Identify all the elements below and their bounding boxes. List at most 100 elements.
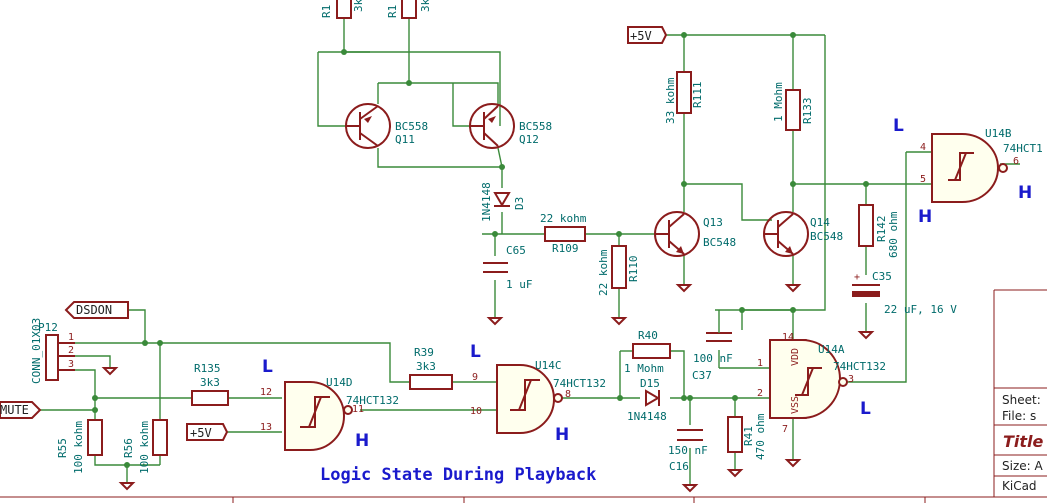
svg-text:150 nF: 150 nF: [668, 444, 708, 457]
svg-text:R1: R1: [320, 5, 333, 18]
svg-text:6: 6: [1013, 156, 1019, 167]
state-u14a-out: L: [860, 399, 871, 419]
capacitor-c35: + C35 22 uF, 16 V: [852, 270, 957, 316]
resistor-r56: R56 100 kohm: [122, 419, 168, 474]
diode-d3: 1N4148 D3: [480, 182, 526, 222]
svg-text:File: s: File: s: [1002, 409, 1036, 423]
gate-u14d: 12 13 11 U14D 74HCT132: [260, 376, 399, 451]
svg-text:3k3: 3k3: [200, 376, 220, 389]
svg-text:33 kohm: 33 kohm: [664, 77, 677, 124]
svg-text:R142: R142: [875, 216, 888, 243]
svg-text:R109: R109: [552, 242, 579, 255]
svg-text:4: 4: [920, 142, 926, 153]
svg-text:1N4148: 1N4148: [627, 410, 667, 423]
transistor-q13: Q13 BC548: [654, 211, 736, 257]
svg-text:74HCT132: 74HCT132: [553, 377, 606, 390]
svg-text:C16: C16: [669, 460, 689, 473]
capacitor-c37: 100 nF C37: [692, 310, 733, 382]
svg-text:9: 9: [472, 372, 478, 383]
state-q14-base: H: [918, 207, 932, 227]
svg-text:2: 2: [68, 345, 74, 356]
svg-text:22 uF, 16 V: 22 uF, 16 V: [884, 303, 957, 316]
state-u14b-in: L: [893, 116, 904, 136]
svg-text:D3: D3: [513, 197, 526, 210]
svg-text:U14D: U14D: [326, 376, 353, 389]
svg-text:KiCad: KiCad: [1002, 479, 1037, 493]
svg-text:+: +: [854, 272, 860, 283]
svg-text:BC558: BC558: [395, 120, 428, 133]
svg-text:Sheet:: Sheet:: [1002, 393, 1041, 407]
svg-text:100 nF: 100 nF: [693, 352, 733, 365]
wires: [40, 18, 1020, 485]
svg-text:12: 12: [260, 387, 272, 398]
gate-u14a: 1 2 3 14 7 VDD VSS U14A 74HCT132: [757, 332, 886, 435]
svg-text:22 kohm: 22 kohm: [597, 249, 610, 296]
resistor-r133: 1 Mohm R133: [772, 82, 814, 131]
svg-text:5: 5: [920, 174, 926, 185]
svg-text:BC548: BC548: [703, 236, 736, 249]
svg-text:VDD: VDD: [790, 348, 801, 366]
svg-text:14: 14: [782, 332, 794, 343]
resistor-r142: R142 680 ohm: [858, 204, 900, 258]
resistor-r135: R135 3k3: [191, 362, 229, 406]
svg-text:U14B: U14B: [985, 127, 1012, 140]
svg-text:R111: R111: [691, 82, 704, 109]
resistor-r110: 22 kohm R110: [597, 245, 640, 296]
title-block: Sheet: File: s Title Size: A KiCad: [993, 289, 1047, 497]
svg-text:U14C: U14C: [535, 359, 562, 372]
state-u14d-in: L: [262, 357, 273, 377]
svg-text:R56: R56: [122, 438, 135, 458]
svg-text:U14A: U14A: [818, 343, 845, 356]
net-label-dsdon: DSDON: [64, 301, 129, 319]
svg-text:11: 11: [352, 404, 364, 415]
svg-text:R1: R1: [386, 5, 399, 18]
svg-text:3k: 3k: [352, 0, 365, 12]
junctions: [92, 32, 869, 468]
svg-text:74HCT1: 74HCT1: [1003, 142, 1043, 155]
svg-text:Size: A: Size: A: [1002, 459, 1043, 473]
svg-text:Q12: Q12: [519, 133, 539, 146]
svg-text:R133: R133: [801, 98, 814, 125]
svg-text:R39: R39: [414, 346, 434, 359]
svg-text:3k3: 3k3: [416, 360, 436, 373]
resistor-r109: 22 kohm R109: [540, 212, 587, 255]
svg-text:C65: C65: [506, 244, 526, 257]
resistor-r55: R55 100 kohm: [56, 419, 103, 474]
svg-text:Q11: Q11: [395, 133, 415, 146]
svg-text:C35: C35: [872, 270, 892, 283]
state-u14d-out: H: [355, 431, 369, 451]
svg-text:P12: P12: [38, 321, 58, 334]
svg-text:470 ohm: 470 ohm: [754, 413, 767, 460]
svg-text:MUTE: MUTE: [0, 403, 29, 417]
svg-text:DSDON: DSDON: [76, 303, 112, 317]
diode-d15: D15 1N4148: [627, 377, 667, 423]
svg-text:CONN_01X03: CONN_01X03: [30, 318, 43, 384]
logic-state-annotations: L H H L H L H L: [262, 116, 1032, 451]
state-u14b-out: H: [1018, 183, 1032, 203]
gate-u14b: 4 5 6 U14B 74HCT1: [920, 127, 1043, 203]
capacitor-c16: 150 nF C16: [668, 429, 708, 473]
svg-text:10: 10: [470, 406, 482, 417]
svg-text:R40: R40: [638, 329, 658, 342]
svg-text:R110: R110: [627, 256, 640, 283]
svg-text:100 kohm: 100 kohm: [138, 421, 151, 474]
svg-text:BC558: BC558: [519, 120, 552, 133]
transistor-q14: Q14 BC548: [763, 211, 843, 257]
state-u14c-out: H: [555, 425, 569, 445]
svg-text:+5V: +5V: [630, 29, 652, 43]
svg-text:3: 3: [848, 374, 854, 385]
sheet-frame: [0, 496, 1047, 503]
svg-text:2: 2: [757, 388, 763, 399]
svg-text:74HCT132: 74HCT132: [833, 360, 886, 373]
svg-text:Title: Title: [1003, 432, 1044, 451]
svg-text:1: 1: [757, 358, 763, 369]
diagram-caption: Logic State During Playback: [320, 465, 596, 485]
resistor-r111: 33 kohm R111: [664, 71, 704, 124]
svg-text:1 uF: 1 uF: [506, 278, 533, 291]
transistor-q11: BC558 Q11: [345, 103, 428, 149]
svg-text:R55: R55: [56, 438, 69, 458]
svg-text:22 kohm: 22 kohm: [540, 212, 587, 225]
svg-text:1 Mohm: 1 Mohm: [624, 362, 664, 375]
svg-text:74HCT132: 74HCT132: [346, 394, 399, 407]
